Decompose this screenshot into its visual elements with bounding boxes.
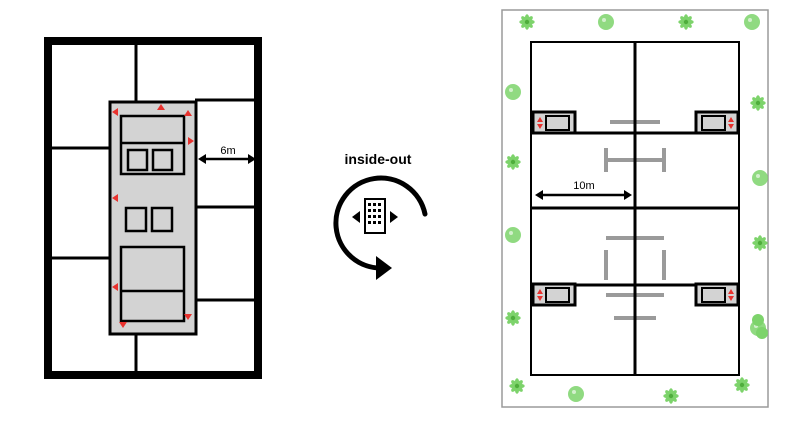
tree-icon: [752, 170, 768, 186]
egress-arrows: [112, 104, 194, 328]
concept-symbol: inside-out: [333, 151, 428, 280]
core-top-right: [694, 110, 740, 135]
core-rooms: [119, 114, 186, 323]
core-bottom-left: [531, 282, 577, 307]
trees: [505, 14, 768, 404]
core-width-label: 6m: [220, 145, 235, 157]
tree-icon: [509, 378, 525, 394]
tree-icon: [663, 388, 679, 404]
tree-icon: [505, 227, 521, 243]
core-width-dimension: 6m: [198, 145, 256, 164]
tree-icon: [505, 154, 521, 170]
tree-icon: [598, 14, 614, 30]
tree-icon: [734, 377, 750, 393]
site-boundary: [501, 9, 769, 408]
perimeter-depth-label: 10m: [573, 180, 594, 192]
tree-icon: [519, 14, 535, 30]
perimeter-core-plan: 10m: [501, 9, 769, 408]
core-bottom-right: [694, 282, 740, 307]
tree-icon: [756, 327, 768, 339]
rotate-arrow-head: [376, 256, 392, 280]
interior-partitions: [48, 41, 258, 375]
ghost-core-outline: [604, 120, 666, 320]
central-core-plan: 6m: [44, 37, 262, 379]
tree-icon: [505, 84, 521, 100]
tree-icon: [750, 95, 766, 111]
tree-icon: [568, 386, 584, 402]
core-top-left: [531, 110, 577, 135]
concept-title: inside-out: [345, 151, 412, 167]
perimeter-cores: [531, 110, 740, 307]
tree-icon: [752, 235, 768, 251]
building-outline: [530, 41, 740, 376]
tree-icon: [744, 14, 760, 30]
tree-icon: [752, 314, 764, 326]
tree-icon: [678, 14, 694, 30]
tree-icon: [505, 310, 521, 326]
building-icon: [352, 198, 398, 234]
rotate-arrow-icon: [333, 175, 428, 271]
perimeter-depth-dimension: 10m: [535, 180, 632, 200]
